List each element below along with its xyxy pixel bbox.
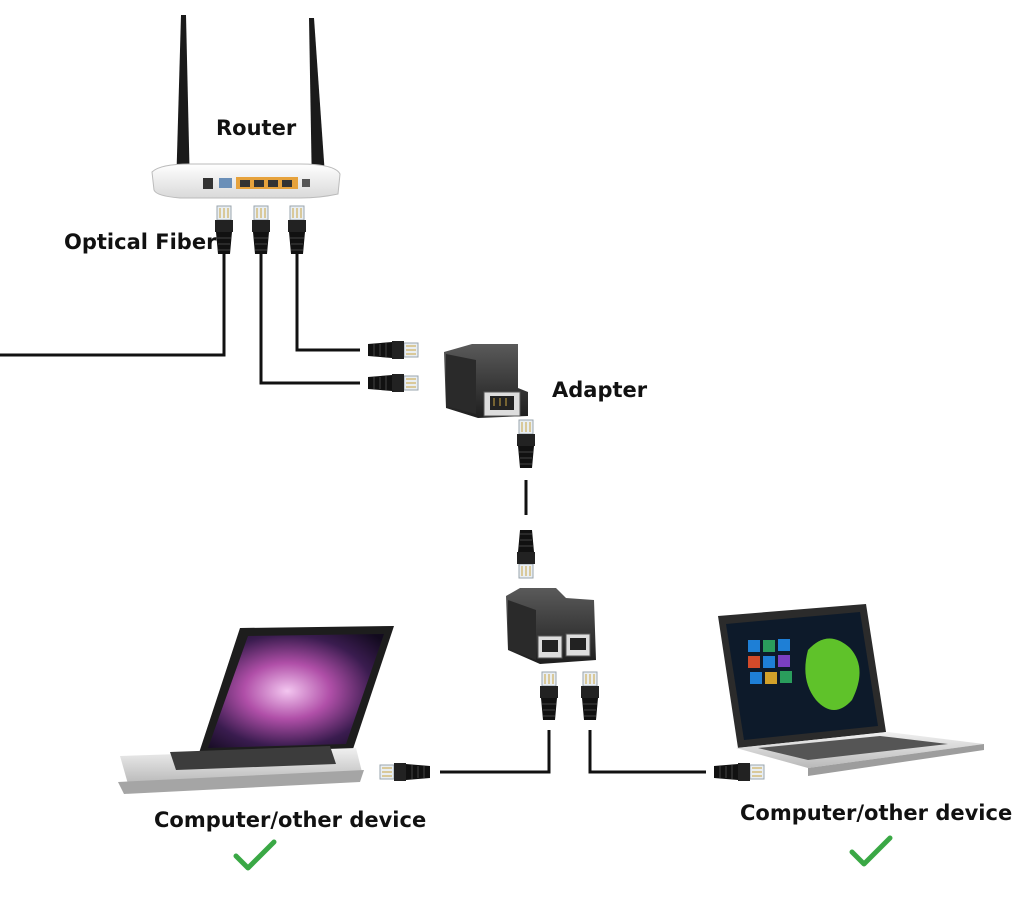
splitter-to-right-laptop-cable xyxy=(588,730,706,774)
rj45-connector-icon xyxy=(539,671,559,721)
ethernet-splitter-icon xyxy=(506,588,596,664)
optical-fiber-cable xyxy=(0,268,226,357)
laptop-plugs xyxy=(379,762,765,782)
check-icon xyxy=(233,839,277,871)
splitter-to-left-laptop-cable xyxy=(440,730,551,774)
optical-fiber-label: Optical Fiber xyxy=(64,230,217,254)
rj45-connector-icon xyxy=(580,671,600,721)
router-plugs xyxy=(214,205,307,255)
rj45-connector-icon xyxy=(516,419,536,469)
router-plug-cables xyxy=(222,254,299,270)
router-to-adapter-cable-2 xyxy=(259,268,360,385)
rj45-connector-icon xyxy=(379,762,431,782)
rj45-connector-icon xyxy=(251,205,271,255)
router-label: Router xyxy=(216,116,297,140)
device-left-label: Computer/other device xyxy=(154,808,427,832)
device-right-label: Computer/other device xyxy=(740,801,1013,825)
laptop-icon xyxy=(118,626,394,794)
router-to-adapter-cable-1 xyxy=(295,268,360,352)
adapter-label: Adapter xyxy=(552,378,648,402)
rj45-connector-icon xyxy=(367,340,419,360)
rj45-connector-icon xyxy=(214,205,234,255)
laptop-icon xyxy=(718,604,984,776)
router-icon xyxy=(151,15,341,199)
adapter-input-plugs xyxy=(367,340,419,393)
rj45-connector-icon xyxy=(516,529,536,579)
check-icon xyxy=(849,835,893,867)
cables xyxy=(0,268,706,774)
rj45-connector-icon xyxy=(713,762,765,782)
rj45-connector-icon xyxy=(367,373,419,393)
rj45-connector-icon xyxy=(287,205,307,255)
splitter-output-plugs xyxy=(539,671,600,721)
ethernet-splitter-icon xyxy=(444,344,528,418)
